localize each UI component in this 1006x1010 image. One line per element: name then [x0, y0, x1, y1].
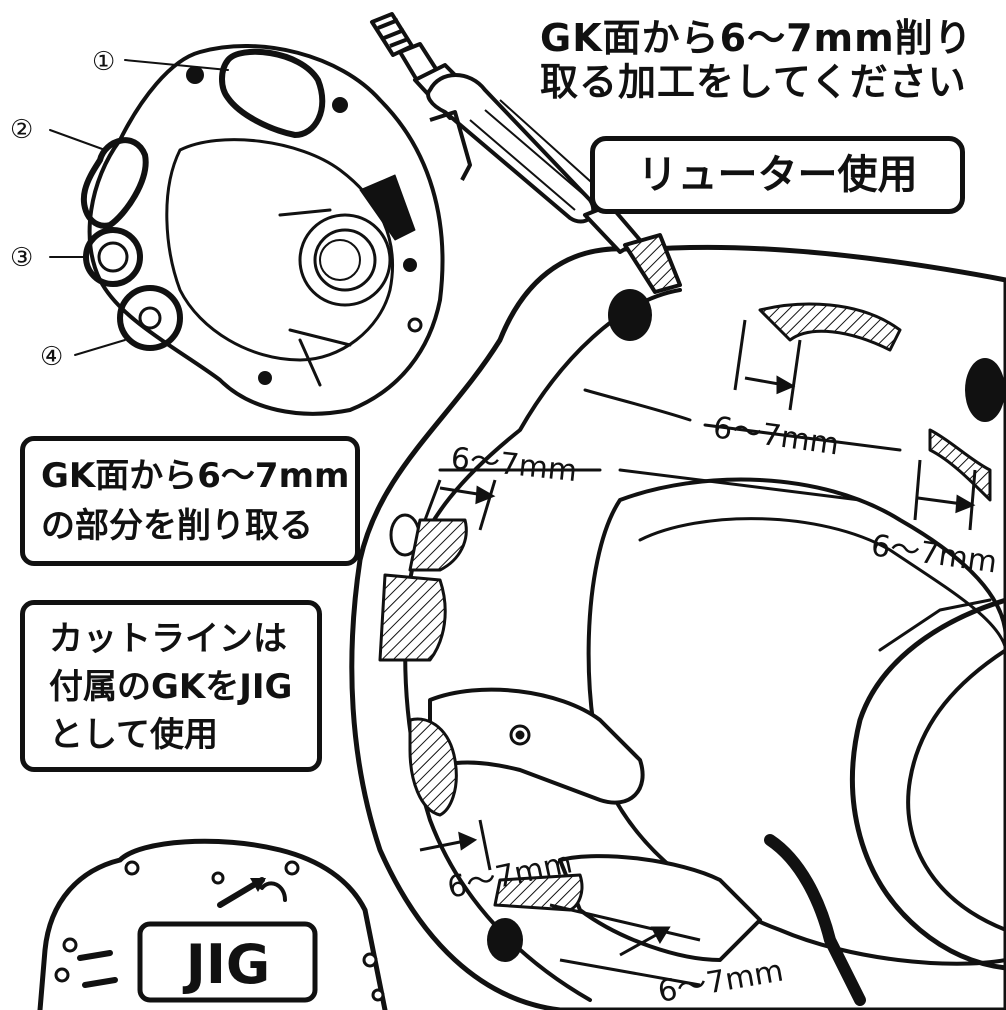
large-housing-view: [349, 244, 1006, 1010]
header-instruction: GK面から6〜7mm削り 取る加工をしてください: [540, 16, 973, 104]
note1-line-2: の部分を削り取る: [41, 506, 313, 546]
header-line-1: GK面から6〜7mm削り: [540, 16, 973, 60]
note1-line-1: GK面から6〜7mm: [41, 456, 350, 496]
jig-label: JIG: [182, 933, 271, 996]
marker-1: ①: [92, 47, 115, 77]
note2-line-3: として使用: [49, 715, 218, 755]
jig-plate-drawing: [37, 838, 388, 1010]
header-line-2: 取る加工をしてください: [540, 60, 967, 104]
tool-label: リューター使用: [637, 152, 918, 198]
marker-2: ②: [10, 115, 33, 145]
note2-line-2: 付属のGKをJIG: [49, 667, 293, 707]
marker-3: ③: [10, 243, 33, 273]
note-cut-area-box: GK面から6〜7mm の部分を削り取る: [20, 436, 360, 566]
tool-label-box: リューター使用: [590, 136, 965, 214]
note2-line-1: カットラインは: [49, 619, 287, 659]
dimension-arrows: [419, 319, 977, 987]
marker-4: ④: [40, 342, 63, 372]
note-cut-line-box: カットラインは 付属のGKをJIG として使用: [20, 600, 322, 772]
overview-housing-view: [49, 44, 445, 416]
